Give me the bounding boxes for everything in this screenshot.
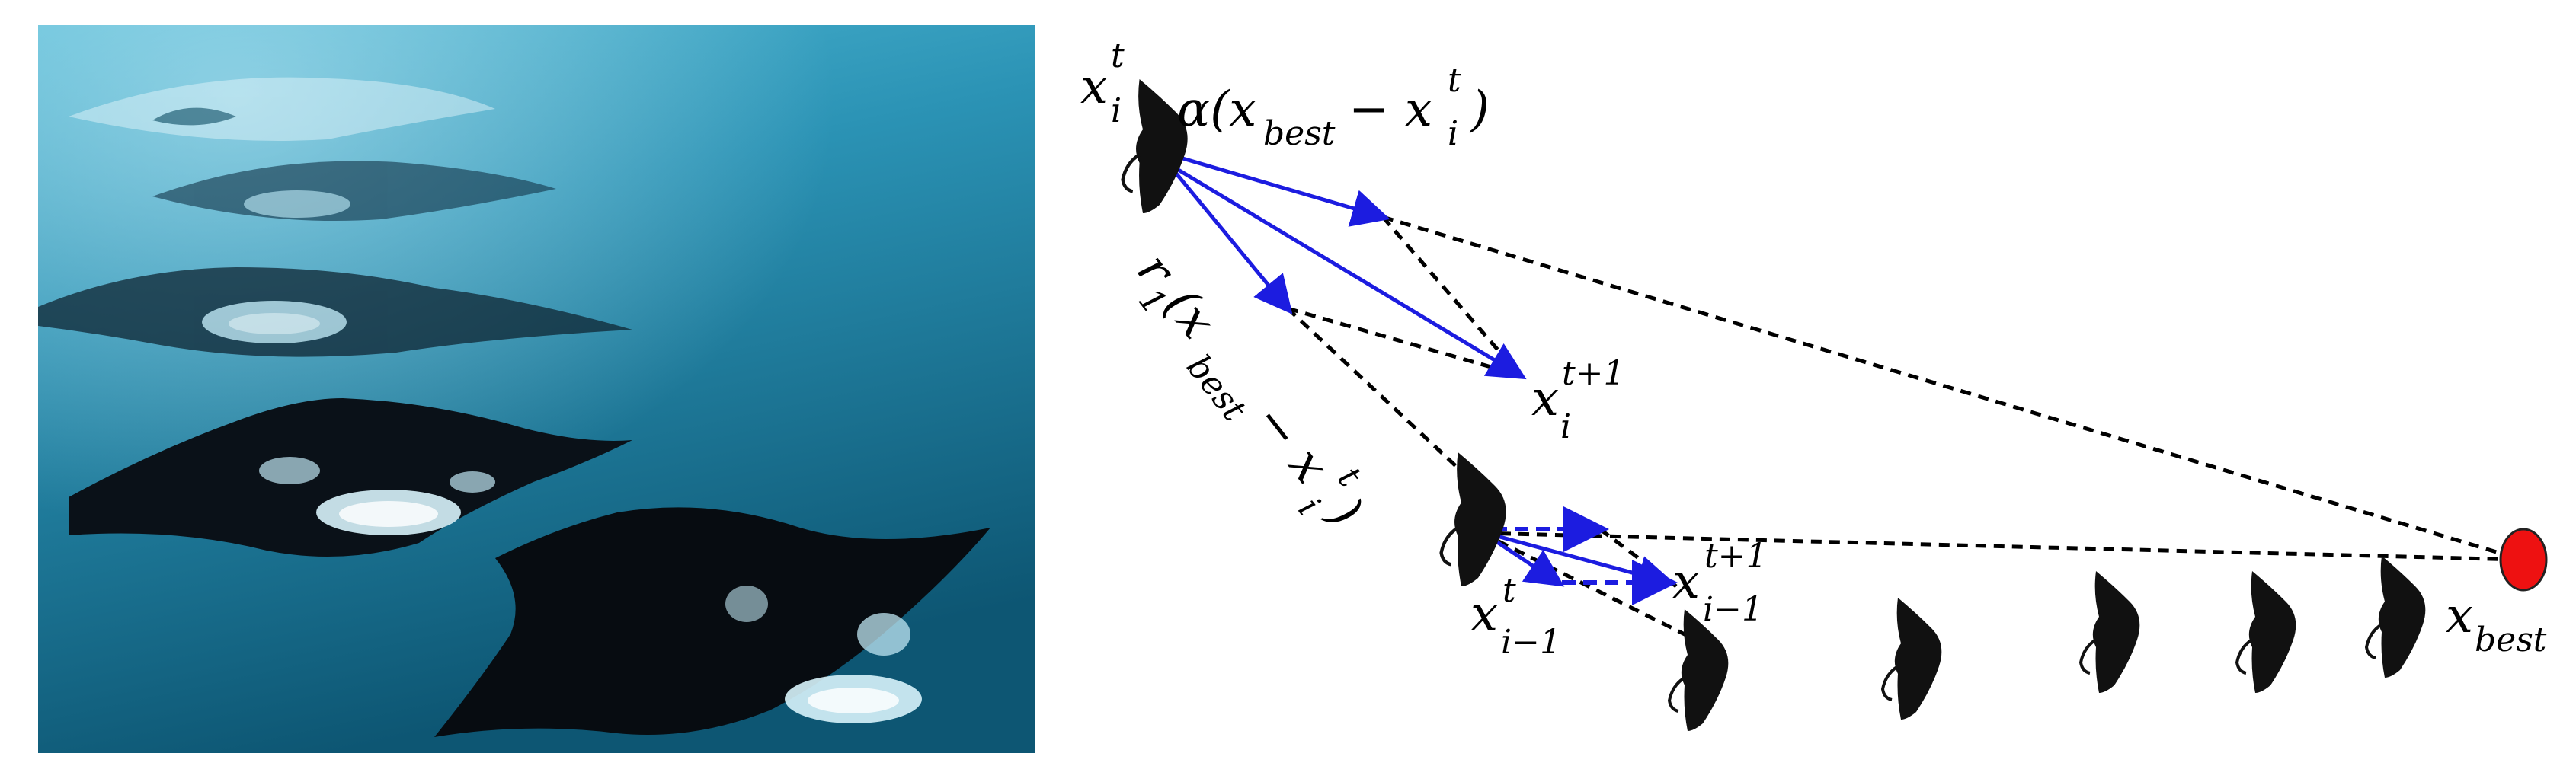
label-xim1-t: x t i−1 (1470, 571, 1561, 662)
manta-ray-distant-2 (152, 161, 556, 221)
label-xim1-t1-sup: t+1 (1704, 537, 1768, 576)
vector-xi-next (1160, 158, 1527, 380)
label-alpha-term: α(x best − x t i ) (1177, 61, 1490, 153)
label-xim1-t-base: x (1470, 586, 1498, 643)
manta-ray-distant-1 (69, 77, 495, 141)
manta-ray-5 (434, 507, 990, 737)
vector-alpha (1161, 150, 1390, 227)
best-position-marker (2499, 528, 2548, 592)
label-xi-t1: x t+1 i (1531, 354, 1625, 446)
vector-xim1-down (1484, 532, 1565, 587)
manta-ray-icon-chain-2 (1881, 596, 1944, 721)
mrfo-chain-foraging-diagram: x t i α(x best − x t i ) r 1 (x best − x… (1051, 0, 2576, 782)
label-xi-t-sub: i (1111, 91, 1122, 130)
label-r1-term: r 1 (x best − x t i ) (1125, 243, 1373, 538)
dashed-alpha-to-best (1382, 215, 2523, 562)
label-xim1-t1-sub: i−1 (1703, 590, 1763, 629)
manta-ray-icon-chain-5 (2365, 554, 2427, 679)
label-xi-t1-sub: i (1560, 407, 1571, 446)
manta-ray-photo (38, 25, 1035, 753)
label-xbest-base: x (2446, 588, 2473, 644)
label-xim1-t1-base: x (1672, 554, 1700, 610)
label-alpha-i-sub: i (1448, 114, 1458, 153)
label-xi-t-base: x (1080, 59, 1108, 115)
blue-vectors (1160, 150, 1676, 593)
label-alpha-open: α(x (1177, 81, 1256, 138)
manta-ray-icon-chain-4 (2235, 570, 2298, 694)
label-xim1-t-sub: i−1 (1501, 623, 1561, 662)
label-xim1-t-sup: t (1502, 571, 1516, 610)
manta-ray-icon-chain-3 (2079, 570, 2142, 694)
label-xbest-sub: best (2475, 621, 2547, 659)
blue-dashed-vectors (1493, 506, 1678, 605)
label-xi-t-sup: t (1111, 37, 1125, 75)
label-xi-t1-sup: t+1 (1562, 354, 1625, 393)
manta-ray-icon-xim1 (1442, 452, 1506, 586)
manta-ray-photo-art (38, 25, 1035, 753)
label-xbest: x best (2446, 588, 2547, 659)
label-r1-best-sub: best (1179, 348, 1254, 429)
label-alpha-best-sub: best (1263, 114, 1336, 153)
label-xim1-t1: x t+1 i−1 (1672, 537, 1768, 629)
dashed-r1-to-xi-next (1287, 306, 1521, 378)
vector-r1 (1160, 155, 1293, 314)
label-alpha-minus: − x (1349, 81, 1432, 138)
label-xi-t1-base: x (1531, 371, 1559, 427)
diagram-canvas: x t i α(x best − x t i ) r 1 (x best − x… (1080, 37, 2548, 733)
dashed-xim1-to-best (1481, 531, 2523, 562)
manta-ray-4 (69, 398, 632, 557)
label-r1-minus: − x (1243, 393, 1339, 493)
dashed-alpha-to-xi-next (1381, 215, 1522, 377)
label-alpha-t-sup: t (1448, 61, 1461, 100)
label-alpha-close: ) (1469, 81, 1490, 138)
dashed-r1-toward-xim1 (1286, 307, 1472, 481)
label-xi-t: x t i (1080, 37, 1125, 130)
manta-ray-3 (38, 267, 632, 357)
